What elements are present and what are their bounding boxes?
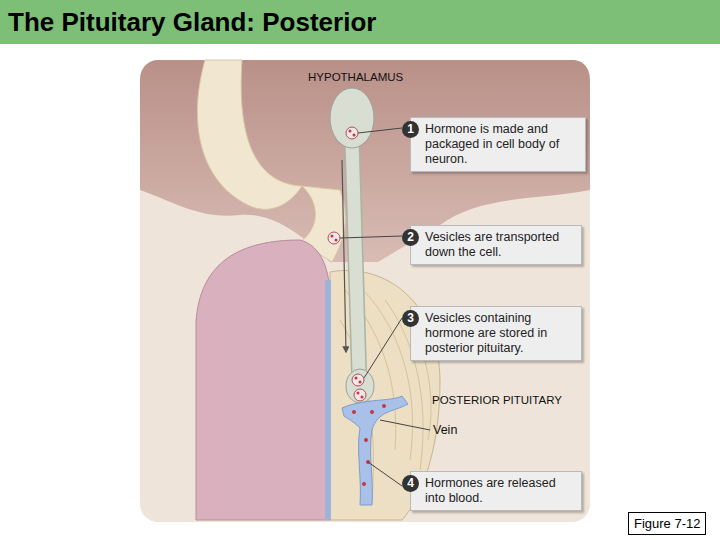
optic-structure [197,60,302,209]
anatomy-label: Vein [433,423,457,437]
callout-number: 2 [402,229,419,246]
axon-terminal [346,369,374,403]
step-box: 3Vesicles containing hormone are stored … [410,306,582,361]
step-box: 4Hormones are released into blood. [410,471,582,511]
title-bar [0,0,720,46]
vein-vessel [342,396,408,505]
axon [352,140,359,372]
neuron-cell-body [330,88,374,148]
figure-caption: Figure 7-12 [628,512,706,535]
axon-outline [352,140,359,372]
hormone-dots [352,404,386,486]
slide-title: The Pituitary Gland: Posterior [8,7,376,38]
step-text: Vesicles containing hormone are stored i… [425,307,581,360]
background-tissue [140,60,590,522]
step-box: 2Vesicles are transported down the cell. [410,225,582,265]
vesicles [328,127,366,401]
blood-vessel-stripe [325,280,331,520]
transport-arrow [342,160,346,352]
callout-number: 4 [402,475,419,492]
anterior-pituitary [196,240,330,520]
callout-number: 1 [402,121,419,138]
title-rule [0,44,720,46]
step-text: Hormones are released into blood. [425,472,581,510]
step-text: Vesicles are transported down the cell. [425,226,581,264]
step-text: Hormone is made and packaged in cell bod… [425,118,585,171]
step-box: 1Hormone is made and packaged in cell bo… [410,117,586,172]
callout-number: 3 [402,310,419,327]
anatomy-label: HYPOTHALAMUS [308,71,403,83]
anatomy-label: POSTERIOR PITUITARY [432,394,562,406]
